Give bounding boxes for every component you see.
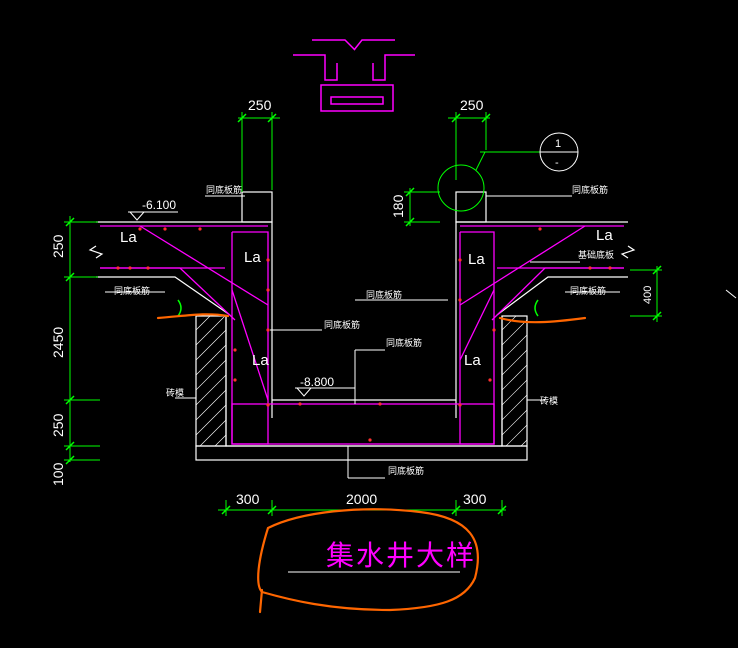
elevation-markers <box>105 195 620 479</box>
label-same-bottom-rebar: 同底板筋 <box>388 465 424 477</box>
label-same-bottom-rebar: 同底板筋 <box>324 319 360 331</box>
drawing-title: 集水井大样 <box>326 539 476 572</box>
anchor-label: La <box>244 249 261 266</box>
elevation-top: -6.100 <box>142 198 176 212</box>
label-brick-form-left: 砖模 <box>166 387 184 399</box>
label-same-bottom-rebar: 同底板筋 <box>206 184 242 196</box>
dim-cushion: 100 <box>50 462 66 486</box>
dim-width-mid: 2000 <box>346 491 377 507</box>
anchor-label: La <box>464 352 481 369</box>
dim-base-thickness: 250 <box>50 413 66 437</box>
anchor-label: La <box>468 251 485 268</box>
dim-curb-height: 180 <box>390 194 406 218</box>
detail-number: 1 <box>555 138 561 150</box>
label-same-bottom-rebar: 同底板筋 <box>114 285 150 297</box>
label-same-bottom-rebar: 同底板筋 <box>386 337 422 349</box>
concrete-outline <box>88 191 636 461</box>
top-detail-symbol <box>293 39 415 112</box>
rebar-dots <box>116 227 612 442</box>
dimension-ticks <box>65 113 662 515</box>
label-same-bottom-rebar: 同底板筋 <box>366 289 402 301</box>
dim-wall-left: 250 <box>248 97 272 113</box>
brick-hatch <box>195 315 528 447</box>
edge-mark <box>725 289 737 299</box>
rebar-lines <box>100 225 624 445</box>
detail-marker: 1 - <box>539 132 579 172</box>
anchor-label: La <box>120 229 137 246</box>
detail-sheet: - <box>555 157 559 169</box>
orange-markup <box>156 313 587 614</box>
dim-width-right: 300 <box>463 491 487 507</box>
dimension-lines <box>64 112 662 516</box>
label-same-bottom-rebar: 同底板筋 <box>572 184 608 196</box>
rebar-hooks <box>177 299 539 317</box>
anchor-label: La <box>596 227 613 244</box>
anchor-label: La <box>252 352 269 369</box>
dim-wall-right: 250 <box>460 97 484 113</box>
label-foundation-slab: 基础底板 <box>578 249 614 261</box>
label-same-bottom-rebar: 同底板筋 <box>570 285 606 297</box>
dim-slab-thickness: 250 <box>50 234 66 258</box>
dim-depth: 2450 <box>50 327 66 358</box>
dim-width-left: 300 <box>236 491 260 507</box>
elevation-bottom: -8.800 <box>300 375 334 389</box>
dim-right-slab: 400 <box>642 286 654 304</box>
label-brick-form-right: 砖模 <box>540 395 558 407</box>
